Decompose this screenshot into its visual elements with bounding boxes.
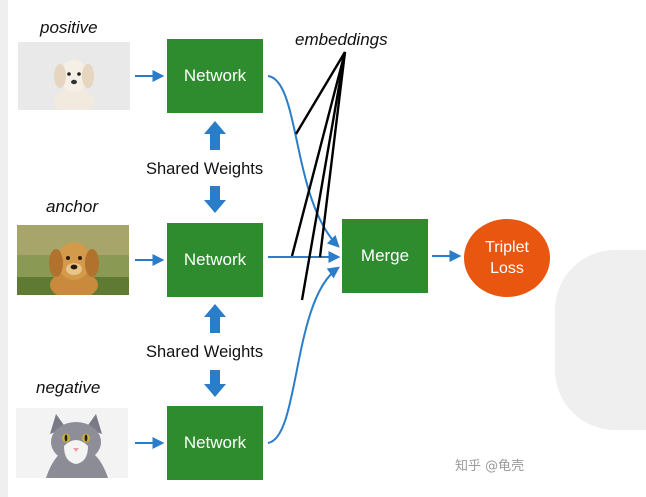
background-shape-right bbox=[555, 250, 646, 430]
curve-bottom-network-to-merge bbox=[267, 266, 340, 444]
positive-dog-image bbox=[18, 42, 130, 110]
negative-label: negative bbox=[36, 378, 101, 397]
watermark: 知乎 @龟壳 bbox=[455, 459, 525, 474]
anchor-label: anchor bbox=[46, 197, 98, 216]
embeddings-pointer-lines bbox=[290, 51, 347, 301]
triplet-loss-line2: Loss bbox=[490, 260, 524, 277]
triplet-loss-oval: Triplet Loss bbox=[464, 219, 550, 297]
triplet-loss-line1: Triplet bbox=[485, 239, 529, 256]
background-shape-left bbox=[0, 0, 8, 497]
network-box-middle: Network bbox=[167, 223, 263, 297]
network-box-bottom: Network bbox=[167, 406, 263, 480]
merge-box: Merge bbox=[342, 219, 428, 293]
negative-cat-image bbox=[16, 408, 128, 478]
curve-top-network-to-merge bbox=[267, 75, 340, 248]
shared-weights-label-upper: Shared Weights bbox=[146, 160, 264, 178]
anchor-dog-image bbox=[17, 225, 129, 295]
network-box-top: Network bbox=[167, 39, 263, 113]
shared-weights-arrows-lower bbox=[204, 304, 226, 397]
shared-weights-arrows-upper bbox=[204, 121, 226, 213]
positive-label: positive bbox=[40, 18, 98, 37]
shared-weights-label-lower: Shared Weights bbox=[146, 343, 264, 361]
embeddings-label: embeddings bbox=[295, 30, 388, 49]
